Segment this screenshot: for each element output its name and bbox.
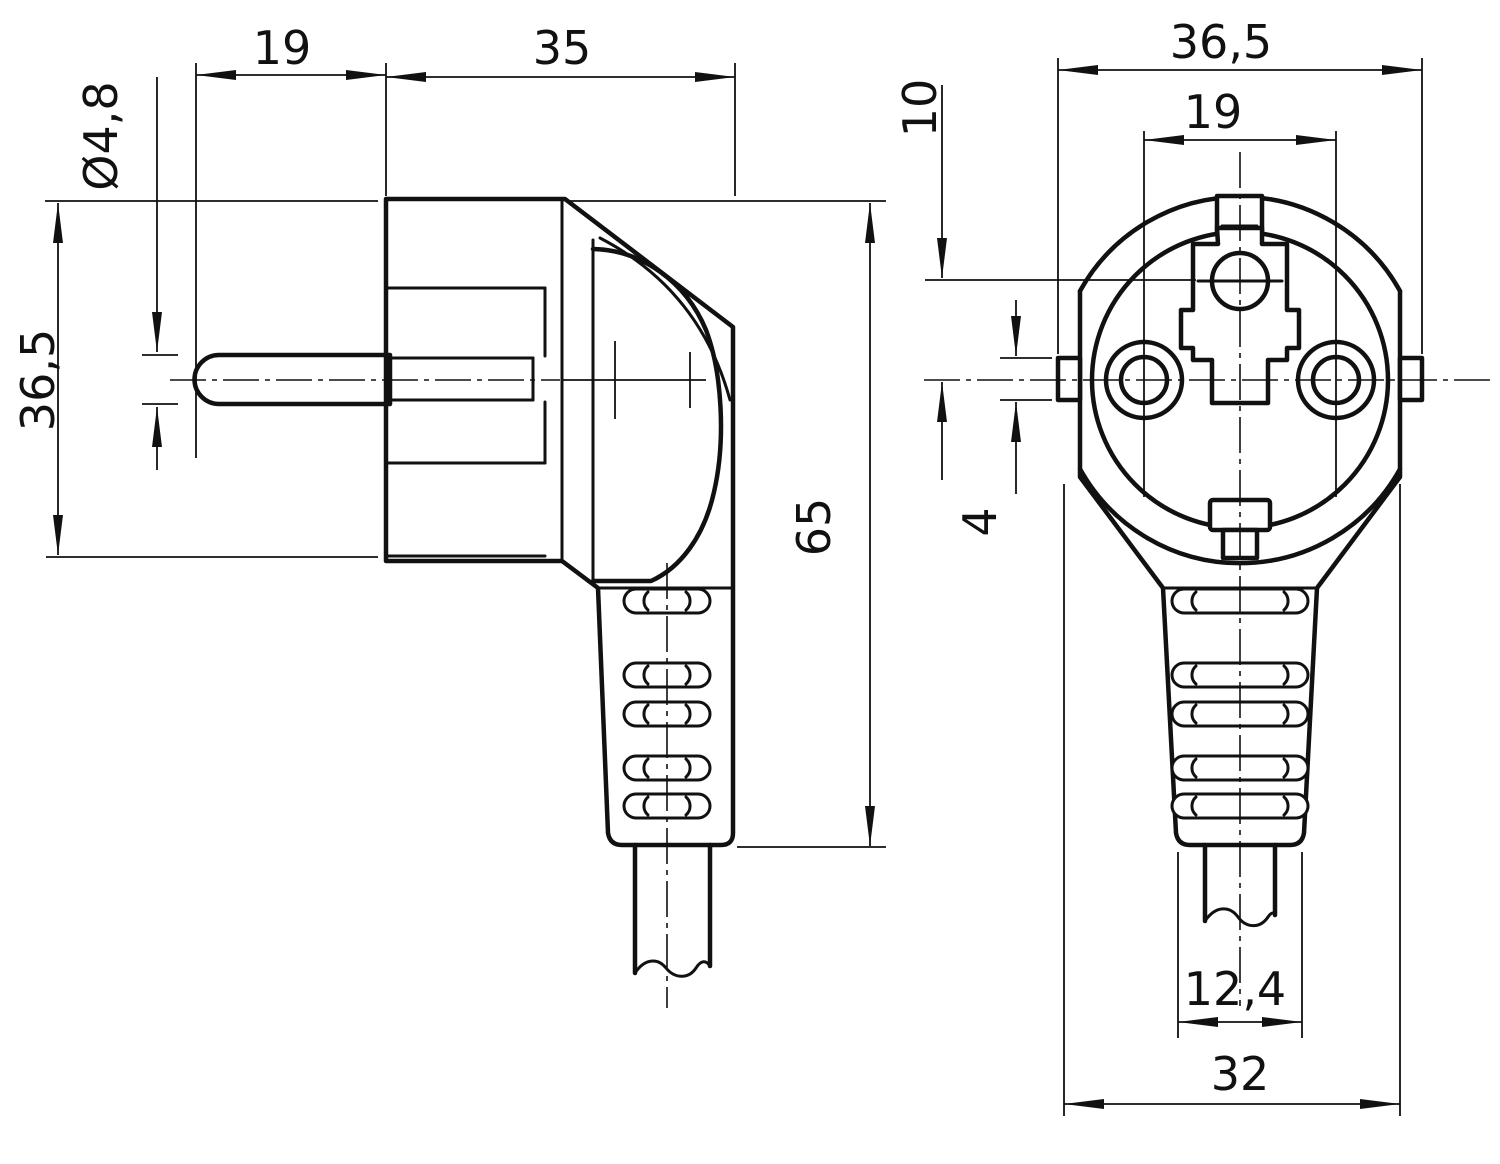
cable-front bbox=[1202, 842, 1278, 928]
dimension-overall-height: 65 bbox=[737, 203, 886, 848]
side-notch-left bbox=[1055, 355, 1083, 403]
dome-profile bbox=[590, 236, 732, 584]
dim-label-grip-width: 12,4 bbox=[1184, 962, 1286, 1016]
dimension-notch-height: 4 bbox=[953, 300, 1052, 537]
dimension-overall-width: 36,5 bbox=[1057, 15, 1423, 354]
dimension-face-diameter: 36,5 bbox=[11, 200, 886, 558]
dimension-pin-spacing: 19 bbox=[1144, 85, 1336, 145]
dim-label-face-diameter: 36,5 bbox=[11, 329, 65, 431]
dim-label-pin-spacing: 19 bbox=[1184, 85, 1243, 139]
centerlines-front bbox=[924, 131, 1494, 1006]
front-view: 36,5 19 10 4 12,4 bbox=[893, 15, 1494, 1116]
dimension-body-depth: 35 bbox=[386, 21, 736, 196]
dim-label-pin-length: 19 bbox=[253, 21, 312, 75]
dimension-earth-offset: 10 bbox=[893, 79, 1196, 480]
face-plate-edges bbox=[384, 198, 564, 562]
dim-label-pin-diameter: Ø4,8 bbox=[74, 81, 128, 190]
centerlines-side bbox=[170, 341, 706, 1008]
cable-side bbox=[632, 842, 713, 978]
side-view: 19 35 Ø4,8 36,5 65 bbox=[11, 21, 886, 1008]
dimension-body-width: 32 bbox=[1063, 484, 1401, 1116]
dim-label-body-width: 32 bbox=[1211, 1047, 1270, 1101]
dimension-pin-diameter: Ø4,8 bbox=[74, 77, 178, 470]
dimension-pin-length: 19 bbox=[195, 21, 387, 458]
dim-label-body-depth: 35 bbox=[533, 21, 592, 75]
plug-body-side-outline bbox=[383, 196, 736, 848]
dim-label-notch-height: 4 bbox=[953, 507, 1007, 536]
dim-label-overall-height: 65 bbox=[787, 498, 841, 557]
dimension-grip-width: 12,4 bbox=[1177, 852, 1303, 1038]
dim-label-earth-offset: 10 bbox=[893, 79, 947, 138]
dim-label-overall-width: 36,5 bbox=[1170, 15, 1272, 69]
face-disc-bottom-arc bbox=[1077, 466, 1403, 566]
side-notch-right bbox=[1397, 355, 1425, 403]
